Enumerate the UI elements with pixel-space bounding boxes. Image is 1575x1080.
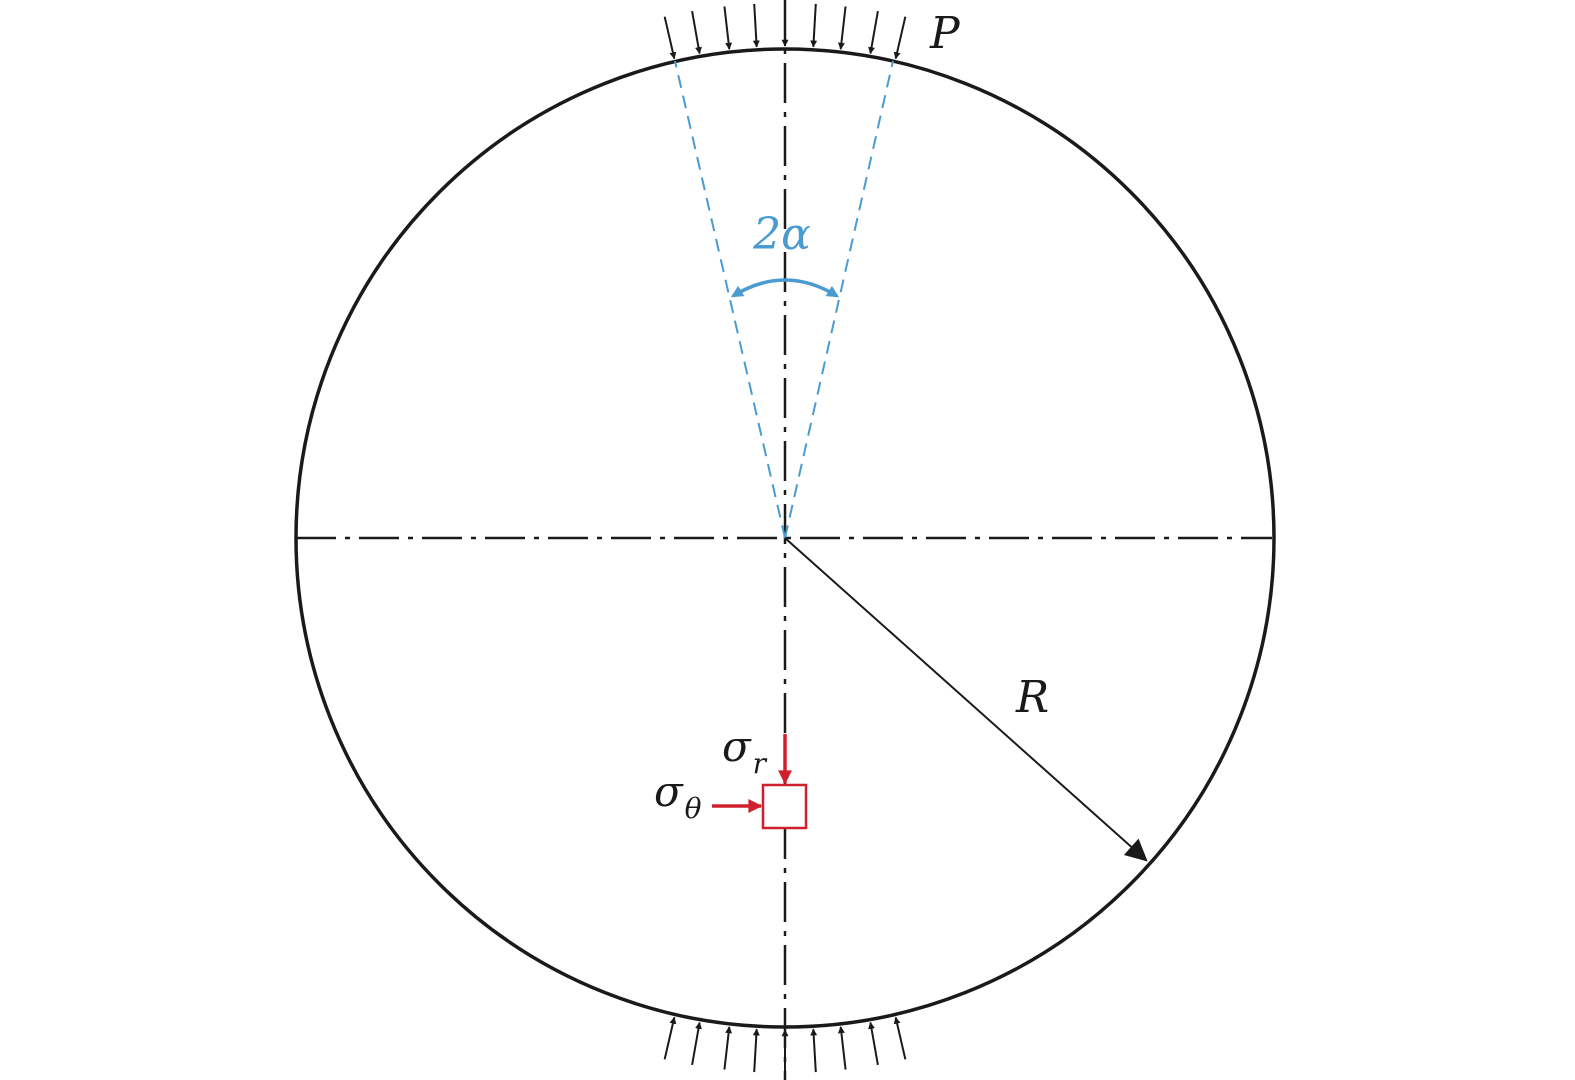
top-load-arrow-icon (663, 16, 677, 60)
top-load-arrow-icon (723, 6, 733, 50)
hoop-stress-subscript: θ (685, 792, 702, 825)
top-load-arrow-icon (837, 6, 847, 50)
bottom-load-arrow-icon (663, 1016, 677, 1060)
bottom-load-arrow-icon (893, 1016, 907, 1060)
bottom-load-arrow-icon (868, 1021, 879, 1066)
top-load-arrows (663, 3, 907, 60)
stress-element (761, 783, 808, 830)
angle-label: 2α (752, 209, 811, 260)
angle-arc-icon (730, 278, 840, 298)
radial-stress-subscript: r (753, 747, 768, 780)
bottom-load-arrow-icon (810, 1028, 818, 1073)
angle-ray-right (784, 60, 894, 539)
load-label: P (929, 8, 961, 59)
angle-ray-left (674, 60, 786, 539)
top-load-arrow-icon (810, 3, 818, 48)
disc-outline (294, 47, 1276, 1029)
bottom-load-arrow-icon (691, 1021, 702, 1066)
bottom-load-arrow-icon (752, 1028, 760, 1073)
radius-arrow-icon (784, 537, 1148, 862)
top-load-arrow-icon (752, 3, 760, 48)
bottom-load-arrows (663, 1016, 907, 1073)
top-load-arrow-icon (868, 10, 879, 55)
radial-stress-symbol: σ (722, 722, 752, 771)
bottom-load-arrow-icon (837, 1026, 847, 1070)
radial-stress-label: σr (722, 722, 768, 780)
hoop-stress-symbol: σ (654, 767, 684, 816)
hoop-stress-label: σθ (654, 767, 702, 825)
bottom-load-arrow-icon (723, 1026, 733, 1070)
radius-label: R (1015, 672, 1049, 723)
top-load-arrow-icon (691, 10, 702, 55)
top-load-arrow-icon (893, 16, 907, 60)
